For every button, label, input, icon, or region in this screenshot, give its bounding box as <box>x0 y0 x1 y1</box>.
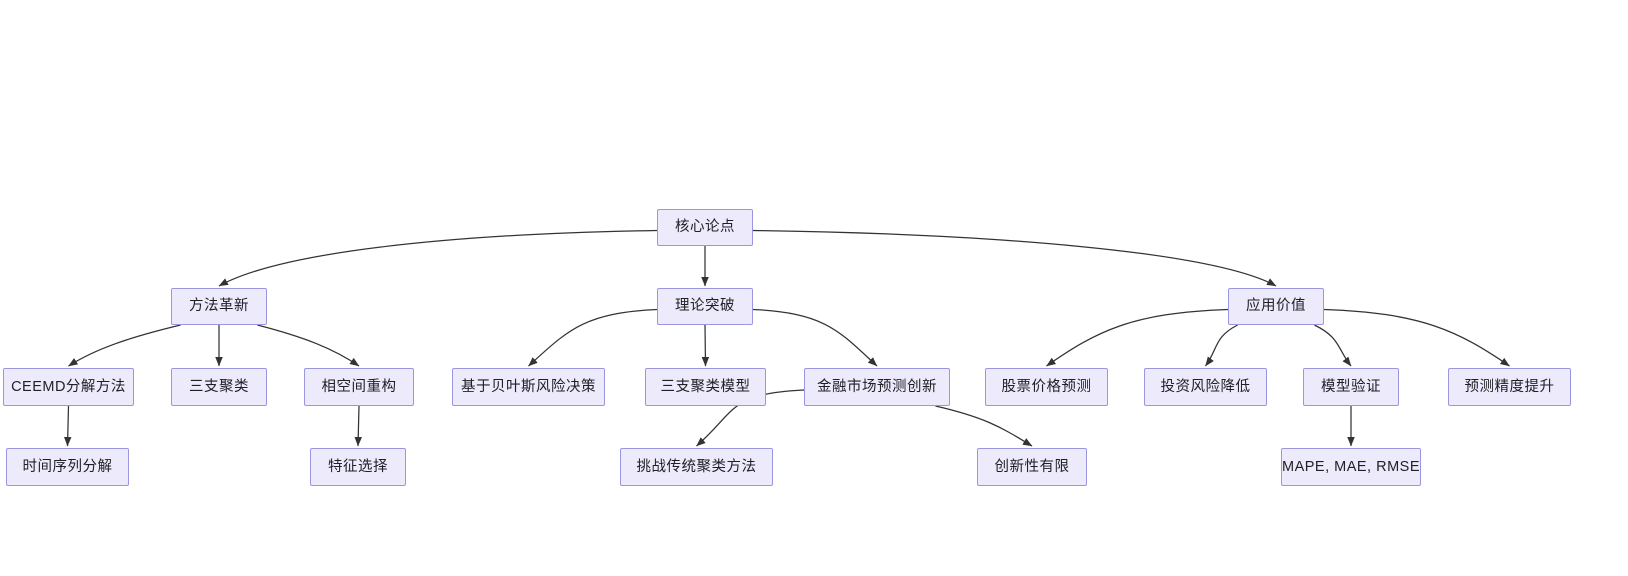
edge-l1c-to-l2j <box>1323 308 1510 367</box>
node-label: 金融市场预测创新 <box>817 378 937 395</box>
node-label: 方法革新 <box>189 298 249 315</box>
node-label: 股票价格预测 <box>1001 378 1092 395</box>
node-l2c[interactable]: 相空间重构 <box>304 368 414 406</box>
node-label: 核心论点 <box>675 219 735 236</box>
node-l2b[interactable]: 三支聚类 <box>171 368 267 406</box>
edge-l1c-to-l2g <box>1046 308 1229 367</box>
node-l3e[interactable]: MAPE, MAE, RMSE <box>1281 448 1421 486</box>
node-label: 三支聚类 <box>189 378 249 395</box>
node-label: 理论突破 <box>675 298 735 315</box>
edge-l1c-to-l2h <box>1204 324 1238 367</box>
node-label: 特征选择 <box>328 458 388 475</box>
node-label: MAPE, MAE, RMSE <box>1281 458 1421 475</box>
edge-group <box>63 229 1510 447</box>
node-label: 投资风险降低 <box>1160 378 1251 395</box>
node-l3c[interactable]: 挑战传统聚类方法 <box>620 448 773 486</box>
edge-l1b-to-l2d <box>528 308 658 367</box>
node-label: 创新性有限 <box>994 458 1070 475</box>
node-label: 三支聚类模型 <box>660 378 751 395</box>
node-l2j[interactable]: 预测精度提升 <box>1448 368 1571 406</box>
node-l3a[interactable]: 时间序列分解 <box>6 448 129 486</box>
node-root[interactable]: 核心论点 <box>657 209 753 246</box>
node-l2a[interactable]: CEEMD分解方法 <box>3 368 134 406</box>
node-label: 相空间重构 <box>321 378 397 395</box>
edge-l1a-to-l2a <box>68 324 181 367</box>
node-l1a[interactable]: 方法革新 <box>171 288 267 325</box>
edge-root-to-l1c <box>752 229 1277 287</box>
node-label: 应用价值 <box>1246 298 1306 315</box>
node-label: 挑战传统聚类方法 <box>636 458 757 475</box>
node-l2h[interactable]: 投资风险降低 <box>1144 368 1267 406</box>
edge-l2a-to-l3a <box>63 405 72 447</box>
node-l3d[interactable]: 创新性有限 <box>977 448 1087 486</box>
node-label: CEEMD分解方法 <box>11 378 126 395</box>
node-l1b[interactable]: 理论突破 <box>657 288 753 325</box>
edge-l2c-to-l3b <box>354 405 362 447</box>
node-label: 时间序列分解 <box>22 458 113 475</box>
node-l2e[interactable]: 三支聚类模型 <box>645 368 766 406</box>
node-l2g[interactable]: 股票价格预测 <box>985 368 1108 406</box>
node-label: 预测精度提升 <box>1464 378 1555 395</box>
edge-l1a-to-l2c <box>257 324 360 367</box>
edge-l1c-to-l2i <box>1314 324 1352 367</box>
node-l2i[interactable]: 模型验证 <box>1303 368 1399 406</box>
node-l1c[interactable]: 应用价值 <box>1228 288 1324 325</box>
node-l2f[interactable]: 金融市场预测创新 <box>804 368 950 406</box>
edge-l1b-to-l2f <box>752 308 878 367</box>
node-l3b[interactable]: 特征选择 <box>310 448 406 486</box>
node-label: 模型验证 <box>1321 378 1381 395</box>
edge-l2f-to-l3d <box>935 405 1033 447</box>
node-l2d[interactable]: 基于贝叶斯风险决策 <box>452 368 605 406</box>
node-label: 基于贝叶斯风险决策 <box>461 378 596 395</box>
edge-root-to-l1a <box>218 229 658 287</box>
edge-l1b-to-l2e <box>701 324 710 367</box>
